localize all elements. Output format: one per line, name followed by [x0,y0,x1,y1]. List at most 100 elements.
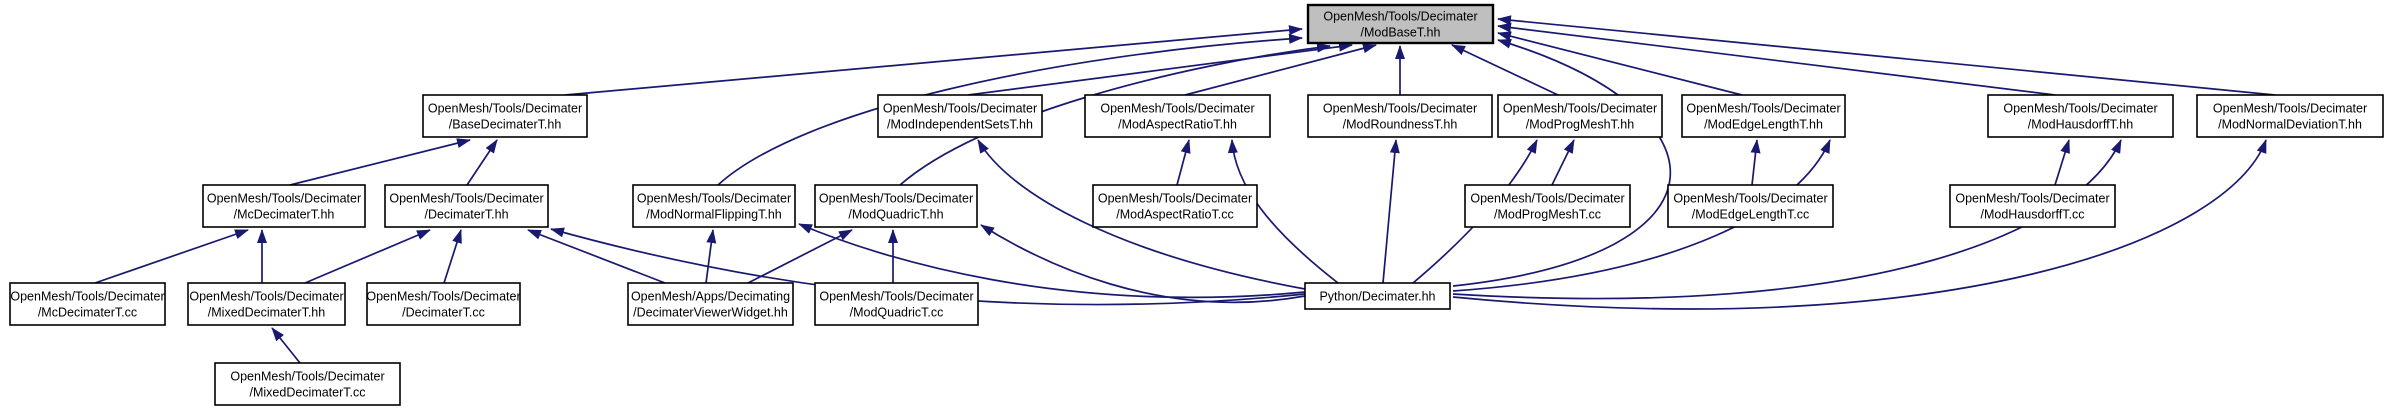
node-mixed-decimater-t-hh[interactable]: OpenMesh/Tools/Decimater/MixedDecimaterT… [187,282,346,326]
node-label-mod-quadric-t-cc-line1: OpenMesh/Tools/Decimater [819,290,973,304]
node-label-mixed-decimater-t-cc-line2: /MixedDecimaterT.cc [250,386,366,400]
node-box-mod-base-t-hh[interactable] [1306,3,1495,45]
node-label-mod-base-t-hh-line1: OpenMesh/Tools/Decimater [1323,10,1477,24]
node-label-mc-decimater-t-cc-line2: /McDecimaterT.cc [38,306,137,320]
node-label-mod-hausdorff-t-cc-line2: /ModHausdorffT.cc [1981,208,2085,222]
node-mod-quadric-t-cc[interactable]: OpenMesh/Tools/Decimater/ModQuadricT.cc [814,282,979,326]
node-box-mod-prog-mesh-t-cc[interactable] [1464,184,1631,228]
node-box-mc-decimater-t-cc[interactable] [9,282,166,326]
edge-base-decimater-t-hh-to-mod-base-t-hh [564,25,1303,96]
edge-mod-hausdorff-t-hh-to-mod-base-t-hh [1497,22,2056,96]
node-mod-normal-deviation-t-hh[interactable]: OpenMesh/Tools/Decimater/ModNormalDeviat… [2196,94,2384,138]
node-box-mod-aspect-ratio-t-hh[interactable] [1084,94,1271,138]
node-mod-edge-length-t-hh[interactable]: OpenMesh/Tools/Decimater/ModEdgeLengthT.… [1681,94,1846,138]
node-mod-prog-mesh-t-hh[interactable]: OpenMesh/Tools/Decimater/ModProgMeshT.hh [1497,94,1663,138]
node-box-base-decimater-t-hh[interactable] [422,94,588,138]
edge-python-decimater-hh-to-mod-base-t-hh [1452,38,1672,287]
edge-python-decimater-hh-to-mod-aspect-ratio-t-hh [1227,139,1339,284]
node-mod-aspect-ratio-t-cc[interactable]: OpenMesh/Tools/Decimater/ModAspectRatioT… [1092,184,1258,228]
edge-mod-prog-mesh-t-cc-to-mod-prog-mesh-t-hh [1551,139,1575,186]
node-box-decimater-t-cc[interactable] [366,282,521,326]
node-mc-decimater-t-cc[interactable]: OpenMesh/Tools/Decimater/McDecimaterT.cc [9,282,166,326]
node-label-decimater-t-cc-line2: /DecimaterT.cc [402,306,485,320]
node-box-mod-quadric-t-cc[interactable] [814,282,979,326]
edge-python-decimater-hh-to-mod-edge-length-t-hh [1452,139,1831,292]
node-label-mc-decimater-t-hh-line2: /McDecimaterT.hh [234,208,335,222]
edge-mod-aspect-ratio-t-cc-to-mod-aspect-ratio-t-hh [1176,139,1191,186]
node-box-decimater-t-hh[interactable] [384,184,549,228]
node-box-mod-normal-flipping-t-hh[interactable] [632,184,796,228]
edge-decimater-viewer-widget-hh-to-mod-normal-flipping-t-hh [705,229,717,284]
node-base-decimater-t-hh[interactable]: OpenMesh/Tools/Decimater/BaseDecimaterT.… [422,94,588,138]
edge-python-decimater-hh-to-mod-normal-flipping-t-hh [798,223,1306,299]
node-box-mod-quadric-t-hh[interactable] [814,184,978,228]
node-label-mod-hausdorff-t-hh-line1: OpenMesh/Tools/Decimater [2003,102,2157,116]
edge-python-decimater-hh-to-mod-normal-deviation-t-hh [1452,139,2267,310]
node-mod-edge-length-t-cc[interactable]: OpenMesh/Tools/Decimater/ModEdgeLengthT.… [1667,184,1834,228]
node-box-mixed-decimater-t-hh[interactable] [187,282,346,326]
edge-mod-aspect-ratio-t-hh-to-mod-base-t-hh [1184,43,1377,96]
node-box-mod-hausdorff-t-cc[interactable] [1949,184,2116,228]
node-label-mod-edge-length-t-hh-line2: /ModEdgeLengthT.hh [1704,118,1823,132]
node-label-mod-prog-mesh-t-hh-line2: /ModProgMeshT.hh [1526,118,1634,132]
edge-mod-prog-mesh-t-hh-to-mod-base-t-hh [1451,44,1559,96]
node-mod-hausdorff-t-cc[interactable]: OpenMesh/Tools/Decimater/ModHausdorffT.c… [1949,184,2116,228]
node-box-mod-edge-length-t-cc[interactable] [1667,184,1834,228]
node-box-python-decimater-hh[interactable] [1304,282,1451,310]
node-box-mod-normal-deviation-t-hh[interactable] [2196,94,2384,138]
node-box-mod-roundness-t-hh[interactable] [1307,94,1493,138]
node-label-decimater-t-hh-line2: /DecimaterT.hh [424,208,508,222]
node-label-mod-normal-flipping-t-hh-line1: OpenMesh/Tools/Decimater [637,192,791,206]
edge-python-decimater-hh-to-mod-hausdorff-t-hh [1452,139,2122,300]
node-label-mod-prog-mesh-t-cc-line1: OpenMesh/Tools/Decimater [1470,192,1624,206]
node-mc-decimater-t-hh[interactable]: OpenMesh/Tools/Decimater/McDecimaterT.hh [202,184,366,228]
node-box-mod-edge-length-t-hh[interactable] [1681,94,1846,138]
nodes-layer: OpenMesh/Tools/Decimater/ModBaseT.hhOpen… [9,3,2384,406]
edge-mod-edge-length-t-cc-to-mod-edge-length-t-hh [1750,139,1761,186]
node-label-mod-independent-sets-t-hh-line2: /ModIndependentSetsT.hh [887,118,1033,132]
node-label-decimater-t-hh-line1: OpenMesh/Tools/Decimater [389,192,543,206]
node-box-mixed-decimater-t-cc[interactable] [214,362,401,406]
edge-python-decimater-hh-to-mod-independent-sets-t-hh [977,139,1306,290]
node-label-decimater-t-cc-line1: OpenMesh/Tools/Decimater [366,290,520,304]
node-label-decimater-viewer-widget-hh-line1: OpenMesh/Apps/Decimating [631,290,790,304]
node-label-mod-aspect-ratio-t-cc-line2: /ModAspectRatioT.cc [1116,208,1233,222]
edge-decimater-viewer-widget-hh-to-decimater-t-hh [527,229,666,284]
node-mod-hausdorff-t-hh[interactable]: OpenMesh/Tools/Decimater/ModHausdorffT.h… [1987,94,2174,138]
node-mod-roundness-t-hh[interactable]: OpenMesh/Tools/Decimater/ModRoundnessT.h… [1307,94,1493,138]
node-mod-independent-sets-t-hh[interactable]: OpenMesh/Tools/Decimater/ModIndependentS… [877,94,1043,138]
node-mod-aspect-ratio-t-hh[interactable]: OpenMesh/Tools/Decimater/ModAspectRatioT… [1084,94,1271,138]
edge-mod-normal-flipping-t-hh-to-mod-base-t-hh [717,33,1303,186]
node-box-mc-decimater-t-hh[interactable] [202,184,366,228]
node-mod-prog-mesh-t-cc[interactable]: OpenMesh/Tools/Decimater/ModProgMeshT.cc [1464,184,1631,228]
node-python-decimater-hh[interactable]: Python/Decimater.hh [1304,282,1451,310]
node-label-mod-quadric-t-cc-line2: /ModQuadricT.cc [850,306,944,320]
edge-mixed-decimater-t-cc-to-mixed-decimater-t-hh [271,327,301,364]
node-label-mixed-decimater-t-hh-line1: OpenMesh/Tools/Decimater [189,290,343,304]
node-label-python-decimater-hh-line1: Python/Decimater.hh [1319,290,1435,304]
node-mod-normal-flipping-t-hh[interactable]: OpenMesh/Tools/Decimater/ModNormalFlippi… [632,184,796,228]
edge-mixed-decimater-t-hh-to-decimater-t-hh [304,229,431,284]
node-box-mod-hausdorff-t-hh[interactable] [1987,94,2174,138]
node-mixed-decimater-t-cc[interactable]: OpenMesh/Tools/Decimater/MixedDecimaterT… [214,362,401,406]
edge-decimater-t-hh-to-base-decimater-t-hh [466,139,498,186]
node-label-mod-hausdorff-t-hh-line2: /ModHausdorffT.hh [2028,118,2133,132]
node-label-mod-independent-sets-t-hh-line1: OpenMesh/Tools/Decimater [883,102,1037,116]
node-box-mod-aspect-ratio-t-cc[interactable] [1092,184,1258,228]
node-mod-base-t-hh[interactable]: OpenMesh/Tools/Decimater/ModBaseT.hh [1306,3,1495,45]
node-label-mod-quadric-t-hh-line2: /ModQuadricT.hh [848,208,943,222]
node-label-mc-decimater-t-cc-line1: OpenMesh/Tools/Decimater [10,290,164,304]
node-box-mod-independent-sets-t-hh[interactable] [877,94,1043,138]
node-label-decimater-viewer-widget-hh-line2: /DecimaterViewerWidget.hh [633,306,788,320]
node-label-mixed-decimater-t-cc-line1: OpenMesh/Tools/Decimater [230,370,384,384]
node-box-decimater-viewer-widget-hh[interactable] [627,282,794,326]
node-label-mod-base-t-hh-line2: /ModBaseT.hh [1361,26,1441,40]
node-label-base-decimater-t-hh-line2: /BaseDecimaterT.hh [449,118,562,132]
node-mod-quadric-t-hh[interactable]: OpenMesh/Tools/Decimater/ModQuadricT.hh [814,184,978,228]
node-label-mod-aspect-ratio-t-hh-line2: /ModAspectRatioT.hh [1118,118,1237,132]
node-box-mod-prog-mesh-t-hh[interactable] [1497,94,1663,138]
node-decimater-t-hh[interactable]: OpenMesh/Tools/Decimater/DecimaterT.hh [384,184,549,228]
node-decimater-t-cc[interactable]: OpenMesh/Tools/Decimater/DecimaterT.cc [366,282,521,326]
node-decimater-viewer-widget-hh[interactable]: OpenMesh/Apps/Decimating/DecimaterViewer… [627,282,794,326]
